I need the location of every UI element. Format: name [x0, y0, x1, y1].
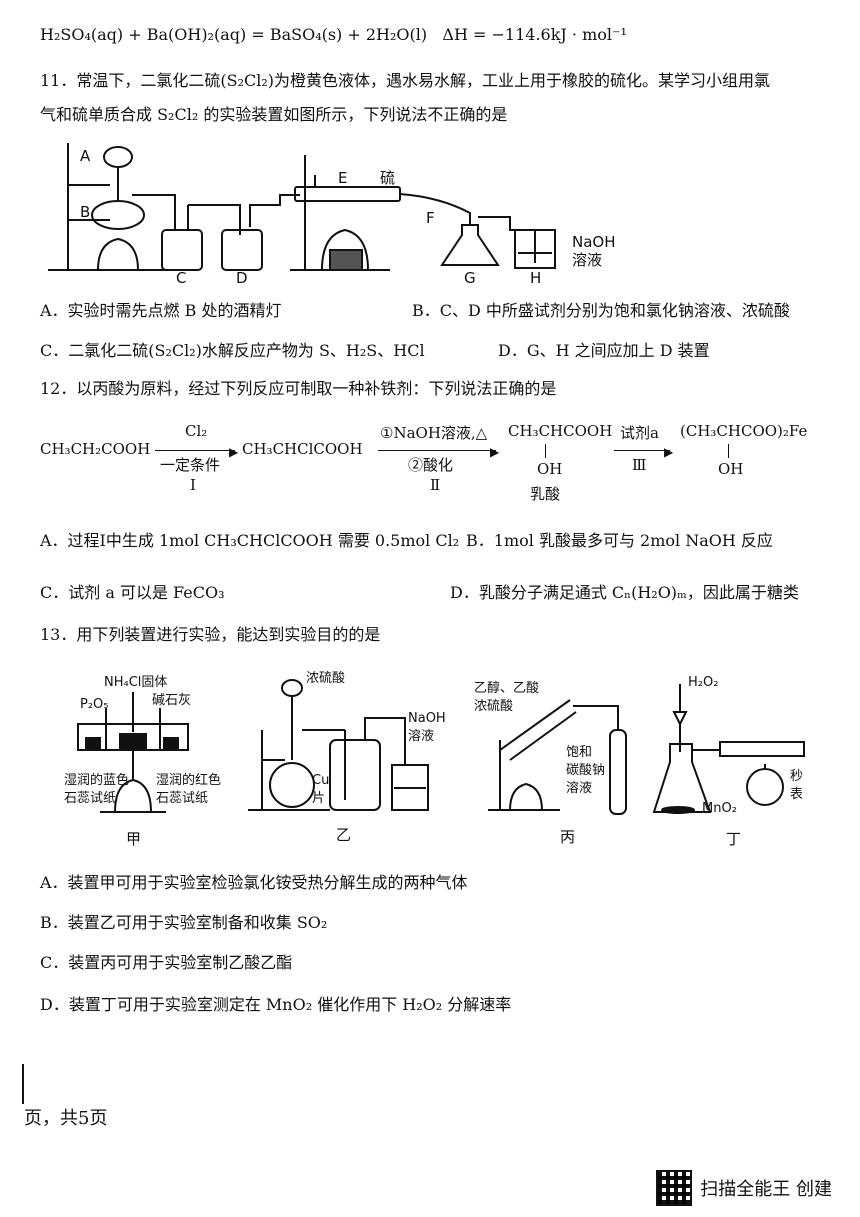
- q13-jia-name: 甲: [126, 830, 141, 848]
- q11-label-naoh: NaOH: [572, 233, 616, 251]
- q11-label-f: F: [426, 209, 435, 227]
- q13-ding-name: 丁: [726, 830, 741, 848]
- q12-arrow2-step: Ⅱ: [430, 476, 441, 494]
- q13-apparatus-ding: H₂O₂ MnO₂ 秒 表 丁: [652, 675, 805, 848]
- q12-arrow3-step: Ⅲ: [632, 456, 647, 474]
- q12-stem: 12．以丙酸为原料，经过下列反应可制取一种补铁剂：下列说法正确的是: [40, 379, 557, 398]
- top-equation-lhs: H₂SO₄(aq) + Ba(OH)₂(aq) = BaSO₄(s) + 2H₂…: [40, 25, 428, 44]
- q12-product-oh: OH: [718, 460, 744, 478]
- q13-jia-red-2: 石蕊试纸: [156, 791, 208, 806]
- q12-option-a: A．过程Ⅰ中生成 1mol CH₃CHClCOOH 需要 0.5mol Cl₂: [40, 531, 460, 550]
- q12-option-c: C．试剂 a 可以是 FeCO₃: [40, 583, 225, 602]
- q11-option-d: D．G、H 之间应加上 D 装置: [498, 341, 710, 360]
- q13-bing-reagent-1: 乙醇、乙酸: [474, 680, 539, 696]
- q12-reactant-propanoic-acid: CH₃CH₂COOH: [40, 440, 151, 458]
- q12-option-d: D．乳酸分子满足通式 Cₙ(H₂O)ₘ，因此属于糖类: [450, 583, 799, 602]
- q12-arrow2-head: ▶: [490, 445, 500, 459]
- q11-option-b: B．C、D 中所盛试剂分别为饱和氯化钠溶液、浓硫酸: [412, 301, 790, 320]
- q13-apparatus-bing: 乙醇、乙酸 浓硫酸 饱和 碳酸钠 溶液 丙: [474, 680, 627, 846]
- q11-label-solution: 溶液: [572, 251, 602, 269]
- q12-arrow1-condition: 一定条件: [160, 456, 221, 474]
- q13-ding-mno2: MnO₂: [702, 801, 737, 816]
- q13-jia-red-1: 湿润的红色: [156, 772, 221, 788]
- q13-option-d: D．装置丁可用于实验室测定在 MnO₂ 催化作用下 H₂O₂ 分解速率: [40, 995, 512, 1014]
- q11-label-b: B: [80, 203, 90, 221]
- q12-lactic-oh: OH: [537, 460, 563, 478]
- q12-arrow3-head: ▶: [664, 445, 674, 459]
- q13-jia-blue-1: 湿润的蓝色: [64, 772, 129, 788]
- margin-mark: [22, 1064, 24, 1104]
- q13-jia-lime: 碱石灰: [152, 693, 191, 708]
- q12-intermediate-chloro-acid: CH₃CHClCOOH: [242, 440, 363, 458]
- q12-arrow2-condition: ②酸化: [408, 456, 454, 474]
- q13-option-c: C．装置丙可用于实验室制乙酸乙酯: [40, 953, 293, 972]
- q13-stem: 13．用下列装置进行实验，能达到实验目的的是: [40, 625, 381, 644]
- q13-yi-name: 乙: [336, 826, 351, 844]
- q13-yi-cu-piece: 片: [312, 791, 325, 806]
- q12-arrow2-reagent: ①NaOH溶液,△: [380, 424, 488, 442]
- page-number: 页，共5页: [24, 1108, 108, 1129]
- q12-option-b: B．1mol 乳酸最多可与 2mol NaOH 反应: [466, 531, 773, 550]
- q13-bing-name: 丙: [560, 828, 575, 846]
- q11-option-a: A．实验时需先点燃 B 处的酒精灯: [40, 301, 282, 320]
- q11-label-a: A: [80, 147, 91, 165]
- q13-yi-acid: 浓硫酸: [306, 671, 345, 686]
- q13-ding-watch-1: 秒: [790, 769, 803, 784]
- qr-code-icon: [656, 1170, 693, 1206]
- q12-arrow1-head: ▶: [229, 445, 239, 459]
- scanner-brand: 扫描全能王 创建: [656, 1170, 832, 1206]
- q13-jia-blue-2: 石蕊试纸: [64, 791, 116, 806]
- q13-option-a: A．装置甲可用于实验室检验氯化铵受热分解生成的两种气体: [40, 873, 468, 892]
- q11-apparatus-diagram: A B C D E 硫 F G H NaOH 溶液: [48, 143, 616, 285]
- q13-jia-p2o5: P₂O₅: [80, 697, 109, 712]
- q13-apparatus-jia: NH₄Cl固体 P₂O₅ 碱石灰 湿润的蓝色 石蕊试纸 湿润的红色 石蕊试纸 甲: [64, 675, 221, 848]
- q12-lactic-acid: CH₃CHCOOH: [508, 422, 613, 440]
- q11-label-g: G: [464, 269, 476, 285]
- top-equation-dh: ΔH = −114.6kJ · mol⁻¹: [442, 25, 627, 44]
- q13-option-b: B．装置乙可用于实验室制备和收集 SO₂: [40, 913, 328, 932]
- q11-option-c: C．二氯化二硫(S₂Cl₂)水解反应产物为 S、H₂S、HCl: [40, 341, 425, 360]
- q12-arrow1: [155, 450, 235, 451]
- q12-arrow1-reagent: Cl₂: [185, 422, 208, 440]
- q13-ding-h2o2: H₂O₂: [688, 675, 718, 690]
- q13-jia-nh4cl: NH₄Cl固体: [104, 675, 167, 690]
- q12-product-iron-lactate: (CH₃CHCOO)₂Fe: [680, 422, 808, 440]
- q12-lactic-acid-name: 乳酸: [530, 485, 561, 503]
- q11-label-sulfur: 硫: [380, 169, 395, 187]
- q11-stem-line1: 11．常温下，二氯化二硫(S₂Cl₂)为橙黄色液体，遇水易水解，工业上用于橡胶的…: [40, 71, 770, 90]
- q12-arrow3-reagent: 试剂a: [620, 424, 659, 442]
- top-equation: H₂SO₄(aq) + Ba(OH)₂(aq) = BaSO₄(s) + 2H₂…: [40, 24, 627, 46]
- q13-bing-reagent-2: 浓硫酸: [474, 699, 513, 714]
- q11-label-h: H: [530, 269, 541, 285]
- q11-label-e: E: [338, 169, 347, 187]
- q13-yi-naoh: NaOH: [408, 711, 446, 726]
- q13-yi-cu: Cu: [312, 773, 329, 788]
- scanner-brand-text: 扫描全能王 创建: [700, 1179, 832, 1200]
- q13-ding-watch-2: 表: [790, 787, 803, 802]
- q13-apparatus-yi: 浓硫酸 NaOH 溶液 Cu 片 乙: [248, 671, 446, 844]
- q12-lactic-bond: [545, 444, 546, 458]
- q13-bing-solution-1: 饱和: [566, 745, 592, 760]
- q11-stem-line2: 气和硫单质合成 S₂Cl₂ 的实验装置如图所示，下列说法不正确的是: [40, 105, 508, 124]
- q11-label-c: C: [176, 269, 186, 285]
- q12-product-bond: [728, 444, 729, 458]
- q13-yi-solution: 溶液: [408, 729, 434, 744]
- q12-arrow2: [378, 450, 496, 451]
- q13-bing-solution-2: 碳酸钠: [566, 763, 605, 778]
- q13-bing-solution-3: 溶液: [566, 781, 592, 796]
- q12-arrow3: [614, 450, 670, 451]
- q12-arrow1-step: Ⅰ: [190, 476, 196, 494]
- q11-label-d: D: [236, 269, 248, 285]
